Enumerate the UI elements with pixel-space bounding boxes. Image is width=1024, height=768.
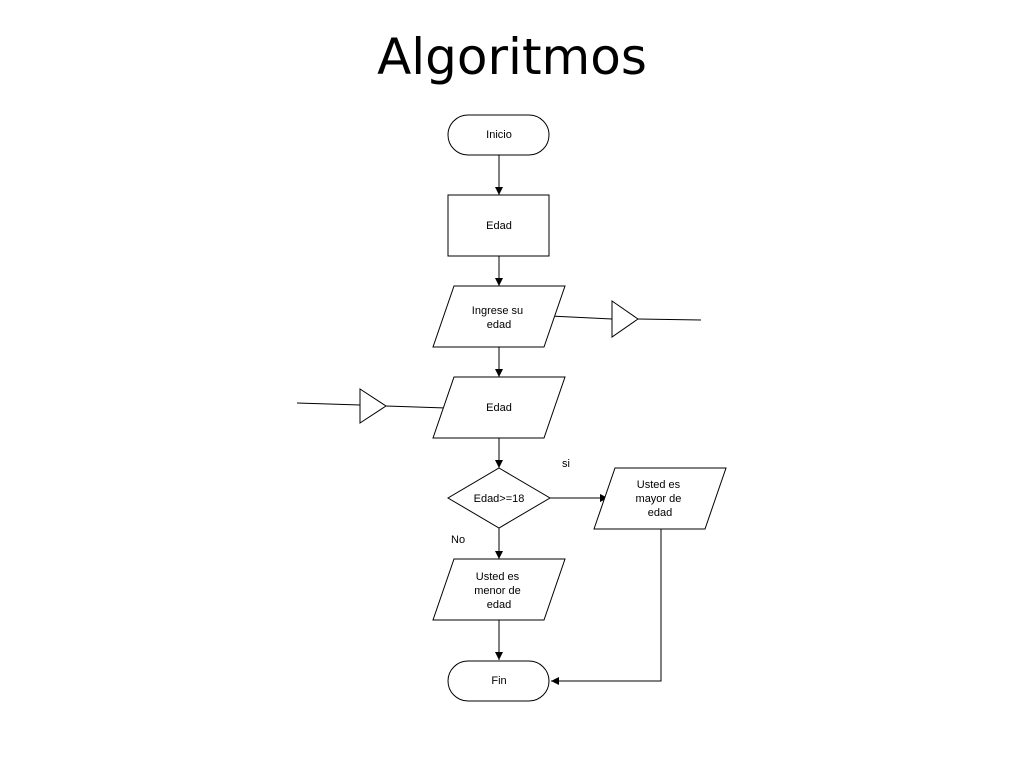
offpage-line-left-a <box>296 402 361 406</box>
menor-label: Usted es menor de edad <box>474 571 524 611</box>
decision-label: Edad>=18 <box>474 493 525 505</box>
connector-mayor-fin <box>551 528 662 685</box>
mayor-line-2: mayor de <box>636 493 682 505</box>
no-branch-label: No <box>451 534 465 546</box>
mayor-line-3: edad <box>648 507 672 519</box>
decision-diamond <box>447 467 551 529</box>
edad-input-box <box>432 376 566 439</box>
mayor-line-1: Usted es <box>637 479 681 491</box>
mayor-label: Usted es mayor de edad <box>636 479 685 519</box>
menor-io-box <box>432 558 566 621</box>
fin-terminator <box>447 660 550 702</box>
ingrese-line-1: Ingrese su <box>472 305 523 317</box>
yes-branch-label: si <box>562 458 570 470</box>
edad-process-box <box>447 194 550 257</box>
slide-title: Algoritmos <box>377 28 647 86</box>
edad-input-label: Edad <box>486 402 512 414</box>
menor-line-3: edad <box>487 599 511 611</box>
offpage-line-right-b <box>637 318 702 321</box>
offpage-line-right-a <box>549 315 613 320</box>
inicio-terminator <box>447 114 550 156</box>
inicio-label: Inicio <box>486 129 512 141</box>
menor-line-2: menor de <box>474 585 520 597</box>
ingrese-io-box <box>432 285 566 348</box>
mayor-io-box <box>593 467 727 530</box>
offpage-connector-left <box>359 388 387 424</box>
menor-line-1: Usted es <box>476 571 520 583</box>
edad-process-label: Edad <box>486 220 512 232</box>
ingrese-line-2: edad <box>487 319 511 331</box>
ingrese-label: Ingrese su edad <box>472 305 526 331</box>
offpage-line-left-b <box>385 405 447 409</box>
offpage-connector-right <box>611 300 639 338</box>
fin-label: Fin <box>491 675 506 687</box>
